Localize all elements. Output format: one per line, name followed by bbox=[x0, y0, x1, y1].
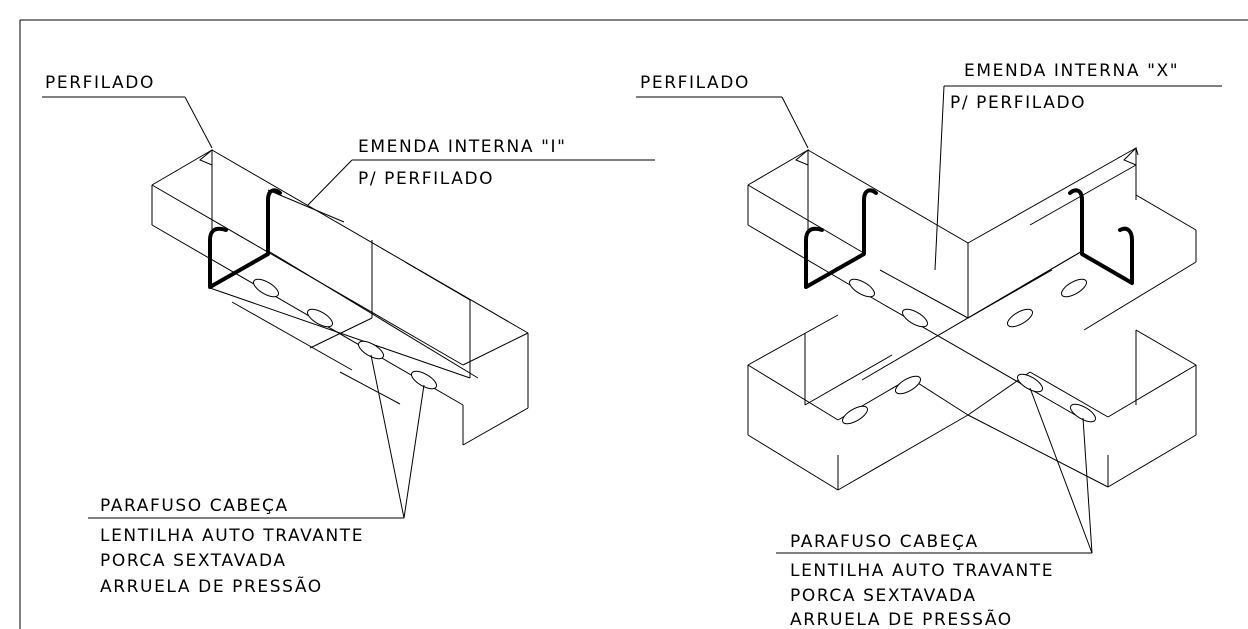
left-hardware-line2: LENTILHA AUTO TRAVANTE bbox=[100, 526, 364, 546]
left-perfilado-leader bbox=[42, 96, 213, 149]
right-perfilado-leader bbox=[636, 96, 809, 149]
right-detail: PERFILADO EMENDA INTERNA "X" P/ PERFILAD… bbox=[636, 61, 1222, 629]
right-emenda-x-profile-left bbox=[804, 188, 878, 289]
right-emenda-x-profile-right bbox=[1068, 188, 1134, 285]
left-hardware-line4: ARRUELA DE PRESSÃO bbox=[100, 575, 323, 597]
right-emenda-label-line2: P/ PERFILADO bbox=[950, 93, 1086, 113]
right-emenda-label-line1: EMENDA INTERNA "X" bbox=[964, 61, 1179, 81]
left-emenda-i-profile bbox=[208, 188, 282, 289]
drawing-frame bbox=[19, 19, 1248, 629]
right-hardware-line1: PARAFUSO CABEÇA bbox=[790, 532, 979, 552]
left-slots bbox=[253, 278, 437, 390]
left-hardware-leader bbox=[88, 354, 425, 519]
left-emenda-label-line1: EMENDA INTERNA "I" bbox=[358, 137, 567, 157]
right-hardware-line4: ARRUELA DE PRESSÃO bbox=[790, 608, 1013, 629]
right-hardware-line2: LENTILHA AUTO TRAVANTE bbox=[790, 561, 1054, 581]
left-hardware-line3: PORCA SEXTAVADA bbox=[100, 551, 287, 571]
left-emenda-label-line2: P/ PERFILADO bbox=[358, 169, 494, 189]
right-hardware-leader bbox=[776, 387, 1093, 554]
left-emenda-leader bbox=[307, 159, 655, 206]
right-emenda-leader bbox=[934, 85, 1222, 271]
right-hardware-line3: PORCA SEXTAVADA bbox=[790, 586, 977, 606]
right-perfilado-label: PERFILADO bbox=[640, 73, 750, 93]
right-slots bbox=[842, 278, 1096, 425]
left-perfilado-label: PERFILADO bbox=[45, 73, 155, 93]
left-perfilado-channel bbox=[151, 148, 529, 446]
left-detail: PERFILADO EMENDA INTERNA "I" P/ PERFILAD… bbox=[42, 73, 655, 597]
right-perfilado-cross bbox=[747, 146, 1197, 491]
left-hardware-line1: PARAFUSO CABEÇA bbox=[100, 496, 289, 516]
